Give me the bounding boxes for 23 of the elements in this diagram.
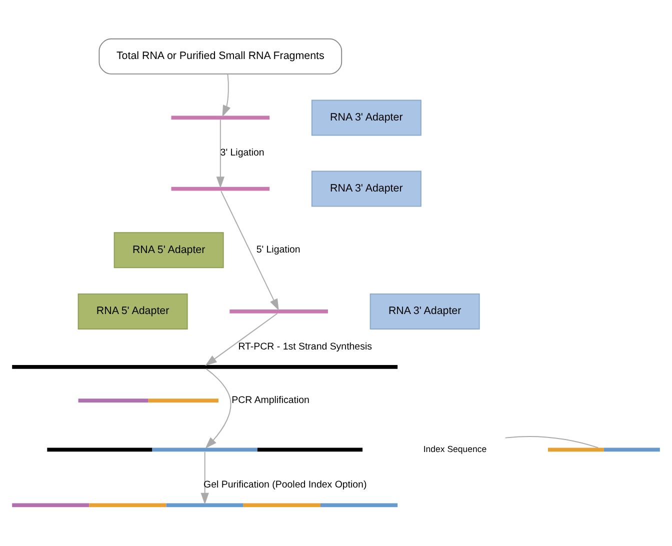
node-box: RNA 5' Adapter (114, 232, 224, 268)
edge-label: Gel Purification (Pooled Index Option) (204, 480, 367, 491)
edge-label: 3' Ligation (220, 148, 264, 159)
arrow (200, 451, 209, 505)
node-text: Index Sequence (423, 444, 487, 454)
connector (504, 436, 599, 448)
node-bar (171, 186, 270, 191)
node-box: RNA 3' Adapter (311, 100, 422, 136)
edge-label: RT-PCR - 1st Strand Synthesis (238, 341, 372, 352)
node-box: RNA 5' Adapter (78, 293, 188, 330)
node-box: RNA 3' Adapter (370, 293, 480, 330)
arrow (216, 119, 224, 188)
arrow (205, 313, 278, 366)
edge-label: 5' Ligation (256, 244, 300, 256)
node-box: Total RNA or Purified Small RNA Fragments (98, 38, 342, 74)
node-box: RNA 3' Adapter (311, 170, 422, 207)
arrow (220, 190, 279, 311)
node-bar (230, 310, 328, 314)
node-bar (12, 365, 398, 369)
edge-label: PCR Amplification (232, 394, 310, 406)
node-bar (171, 116, 270, 120)
arrow (205, 368, 232, 448)
arrow (222, 74, 231, 118)
